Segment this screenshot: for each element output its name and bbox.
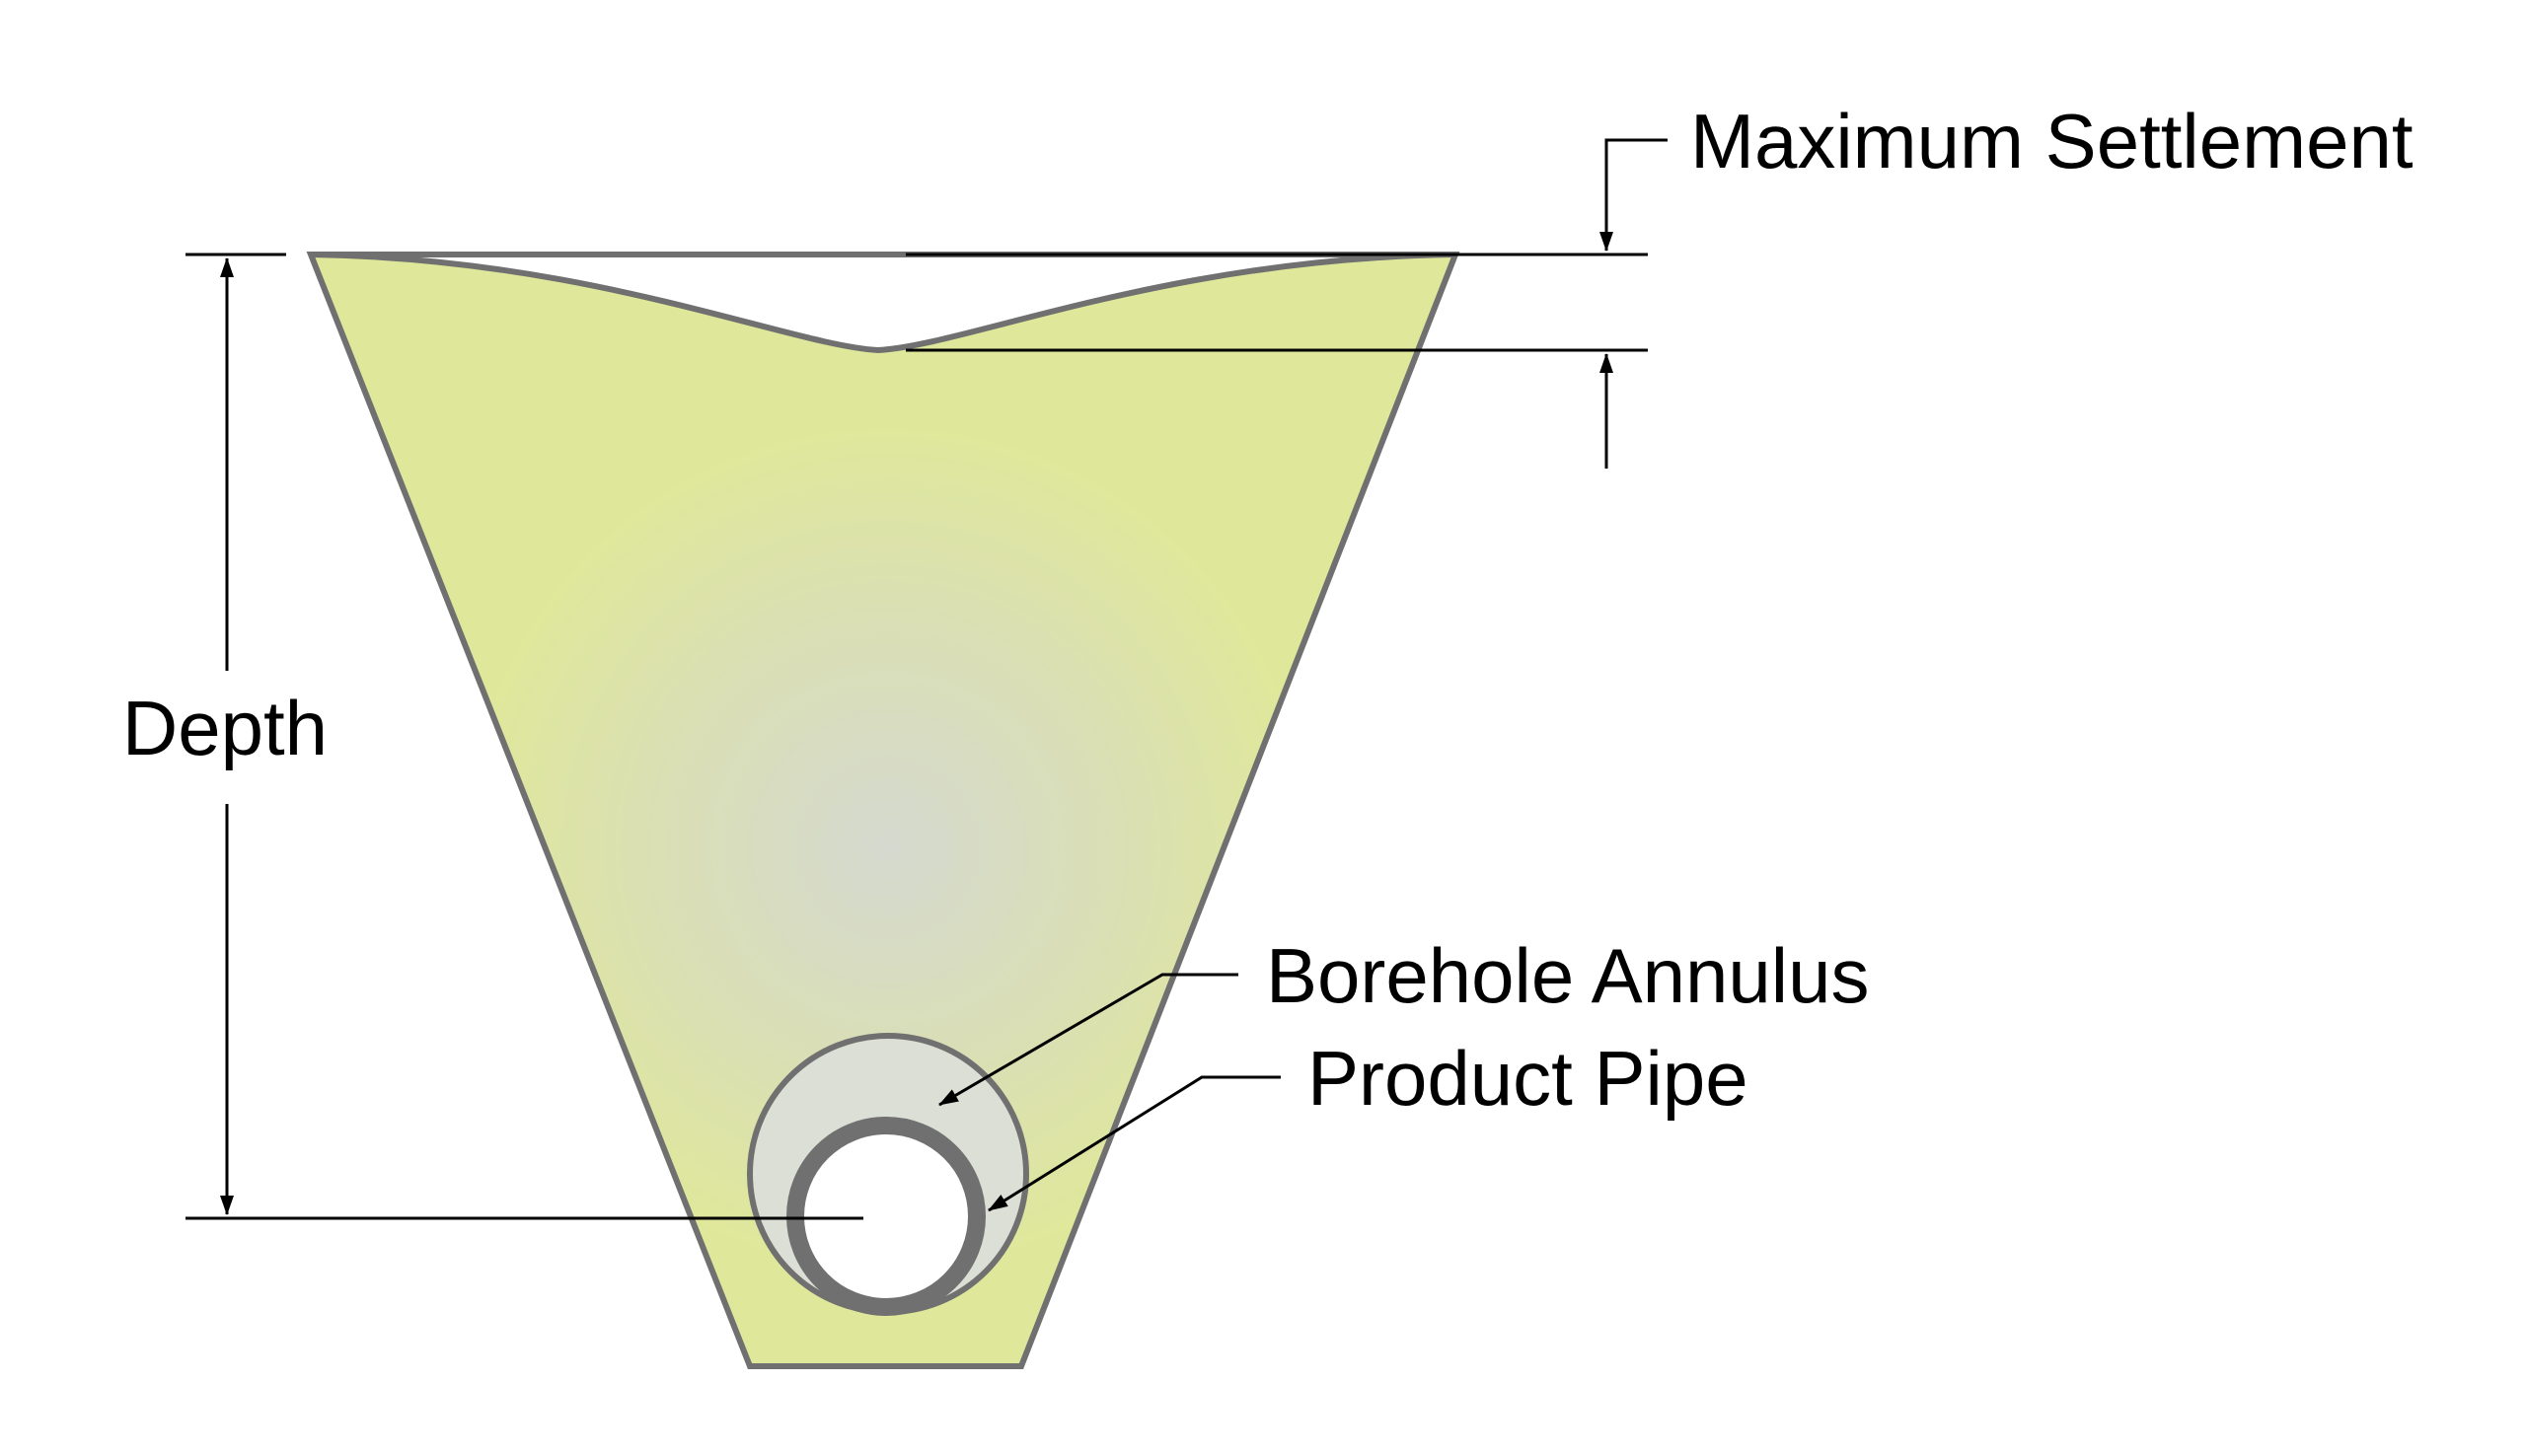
borehole-annulus-leader [938,973,1238,1107]
product-pipe-label: Product Pipe [1307,1035,1748,1122]
settlement-curve [310,252,1456,354]
depth-label: Depth [122,685,328,771]
product-pipe [786,1117,986,1316]
settlement-leader [1599,138,1668,252]
trench-soil-fill [311,255,1455,1366]
borehole-annulus-label: Borehole Annulus [1266,932,1869,1019]
maximum-settlement-label: Maximum Settlement [1690,98,2414,184]
product-pipe-leader [988,1075,1281,1212]
